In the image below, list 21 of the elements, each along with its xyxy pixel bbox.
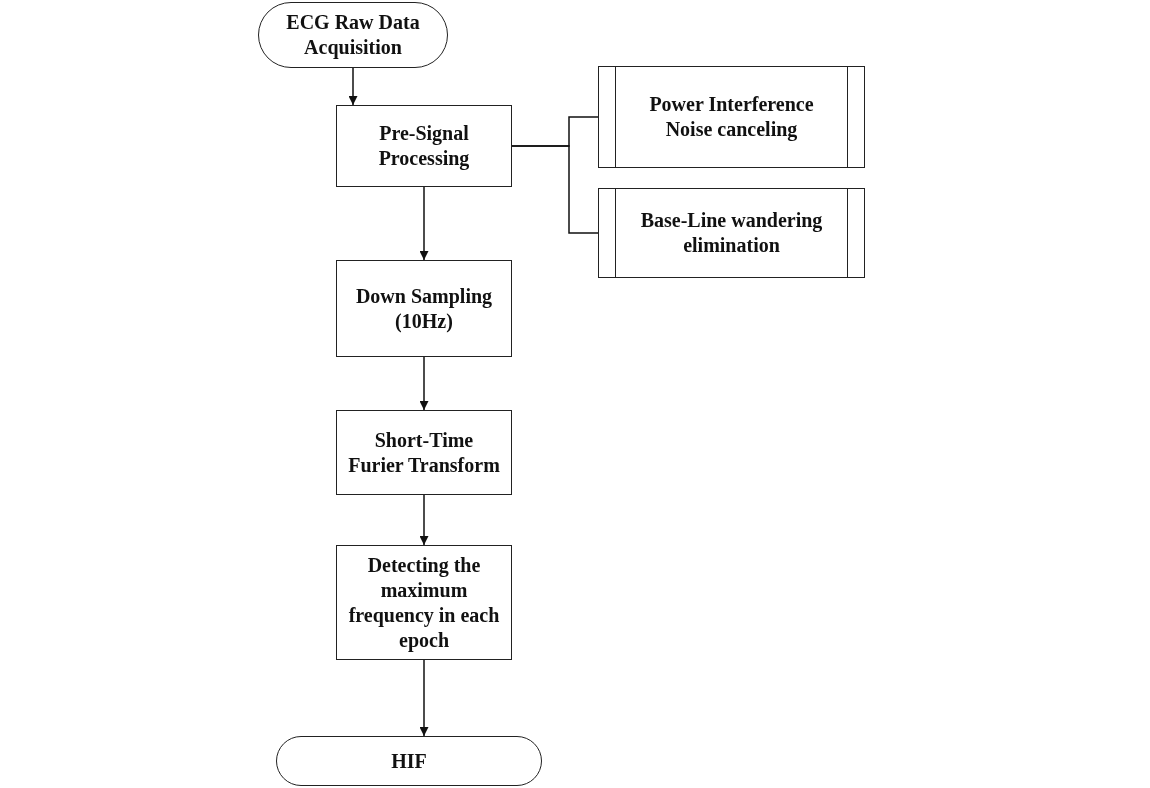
end-terminal: [276, 736, 542, 786]
node-label: ECG Raw Data Acquisition: [285, 10, 421, 60]
arrow: [419, 186, 429, 261]
arrow: [348, 67, 358, 106]
node-label: Power Interference Noise canceling: [648, 92, 815, 142]
node-label: Pre-Signal Processing: [377, 121, 471, 171]
node-label: Short-Time Furier Transform: [347, 427, 501, 478]
process-box: [336, 410, 512, 495]
node-label: Detecting the maximum frequency in each epoch: [347, 552, 501, 653]
connector-line: [511, 145, 599, 234]
process-box: [336, 260, 512, 357]
node-label: HIF: [391, 748, 427, 774]
arrow: [419, 659, 429, 737]
process-box: [336, 105, 512, 187]
subprocess-box: [598, 188, 865, 278]
node-label: Base-Line wandering elimination: [639, 208, 824, 258]
node-label: Down Sampling (10Hz): [354, 283, 494, 334]
arrow: [419, 356, 429, 411]
arrow: [419, 494, 429, 546]
subprocess-box: [598, 66, 865, 168]
process-box: [336, 545, 512, 660]
